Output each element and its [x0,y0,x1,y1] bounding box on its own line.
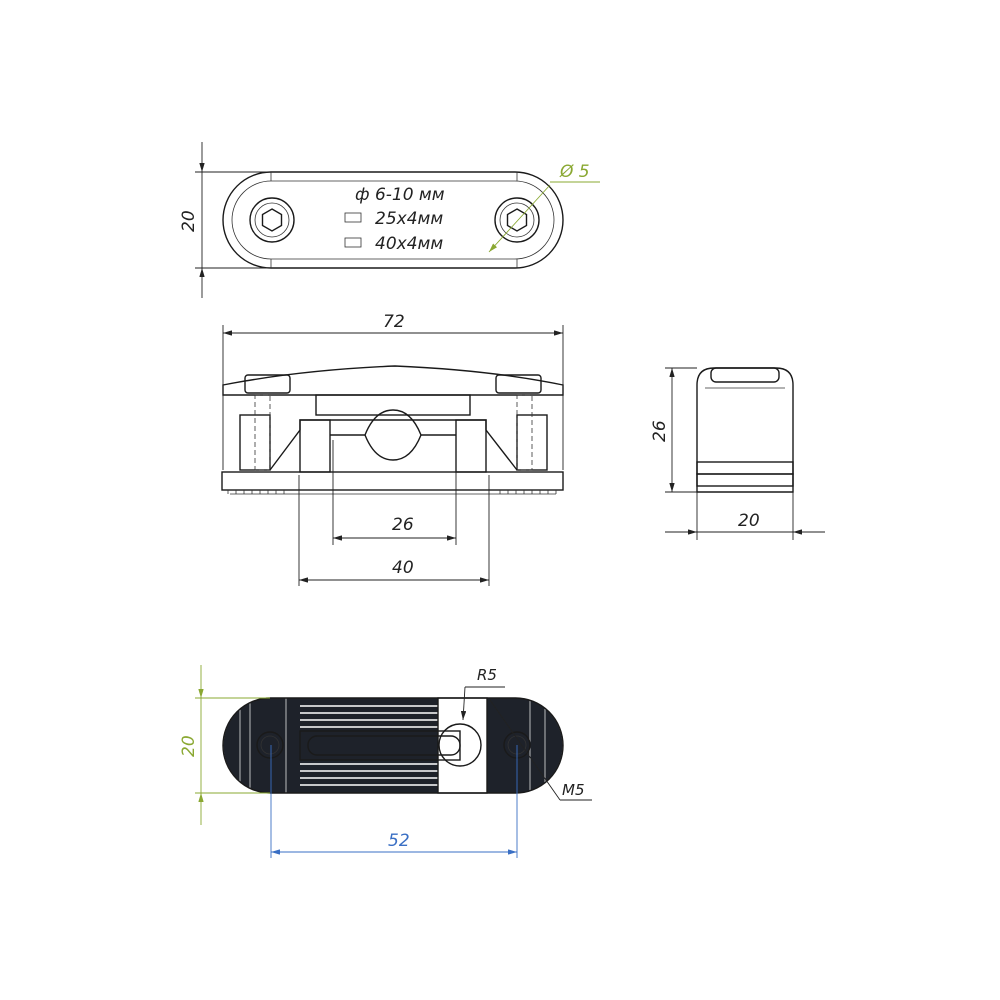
dim-outer-width: 40 [392,558,414,578]
thread-label: M5 [562,781,585,799]
label-strip-25: 25х4мм [375,209,443,229]
dim-top-height: 20 [179,210,199,232]
label-strip-40: 40х4мм [375,234,443,254]
dim-length: 72 [383,312,405,332]
label-diameter-range: ф 6-10 мм [355,185,445,205]
front-view: 72 26 40 [221,312,564,586]
dim-inner-width: 26 [392,515,414,535]
radius-label: R5 [477,666,497,684]
top-outline [222,171,564,269]
dim-hole-diameter: Ø 5 [559,162,590,182]
bolt-left-icon [249,197,295,243]
dim-side-width: 20 [738,511,760,531]
top-view: ф 6-10 мм 25х4мм 40х4мм 20 Ø 5 [179,142,600,298]
clamp-top [222,365,564,396]
bottom-outline [222,697,564,794]
dim-hole-spacing: 52 [388,831,410,851]
bolt-right-icon [494,197,540,243]
base-plate [221,471,564,491]
dim-side-height: 26 [650,420,670,442]
side-view: 26 20 [650,367,825,540]
bottom-view: 20 52 R5 M5 [179,665,592,858]
dim-bottom-height: 20 [179,735,199,757]
